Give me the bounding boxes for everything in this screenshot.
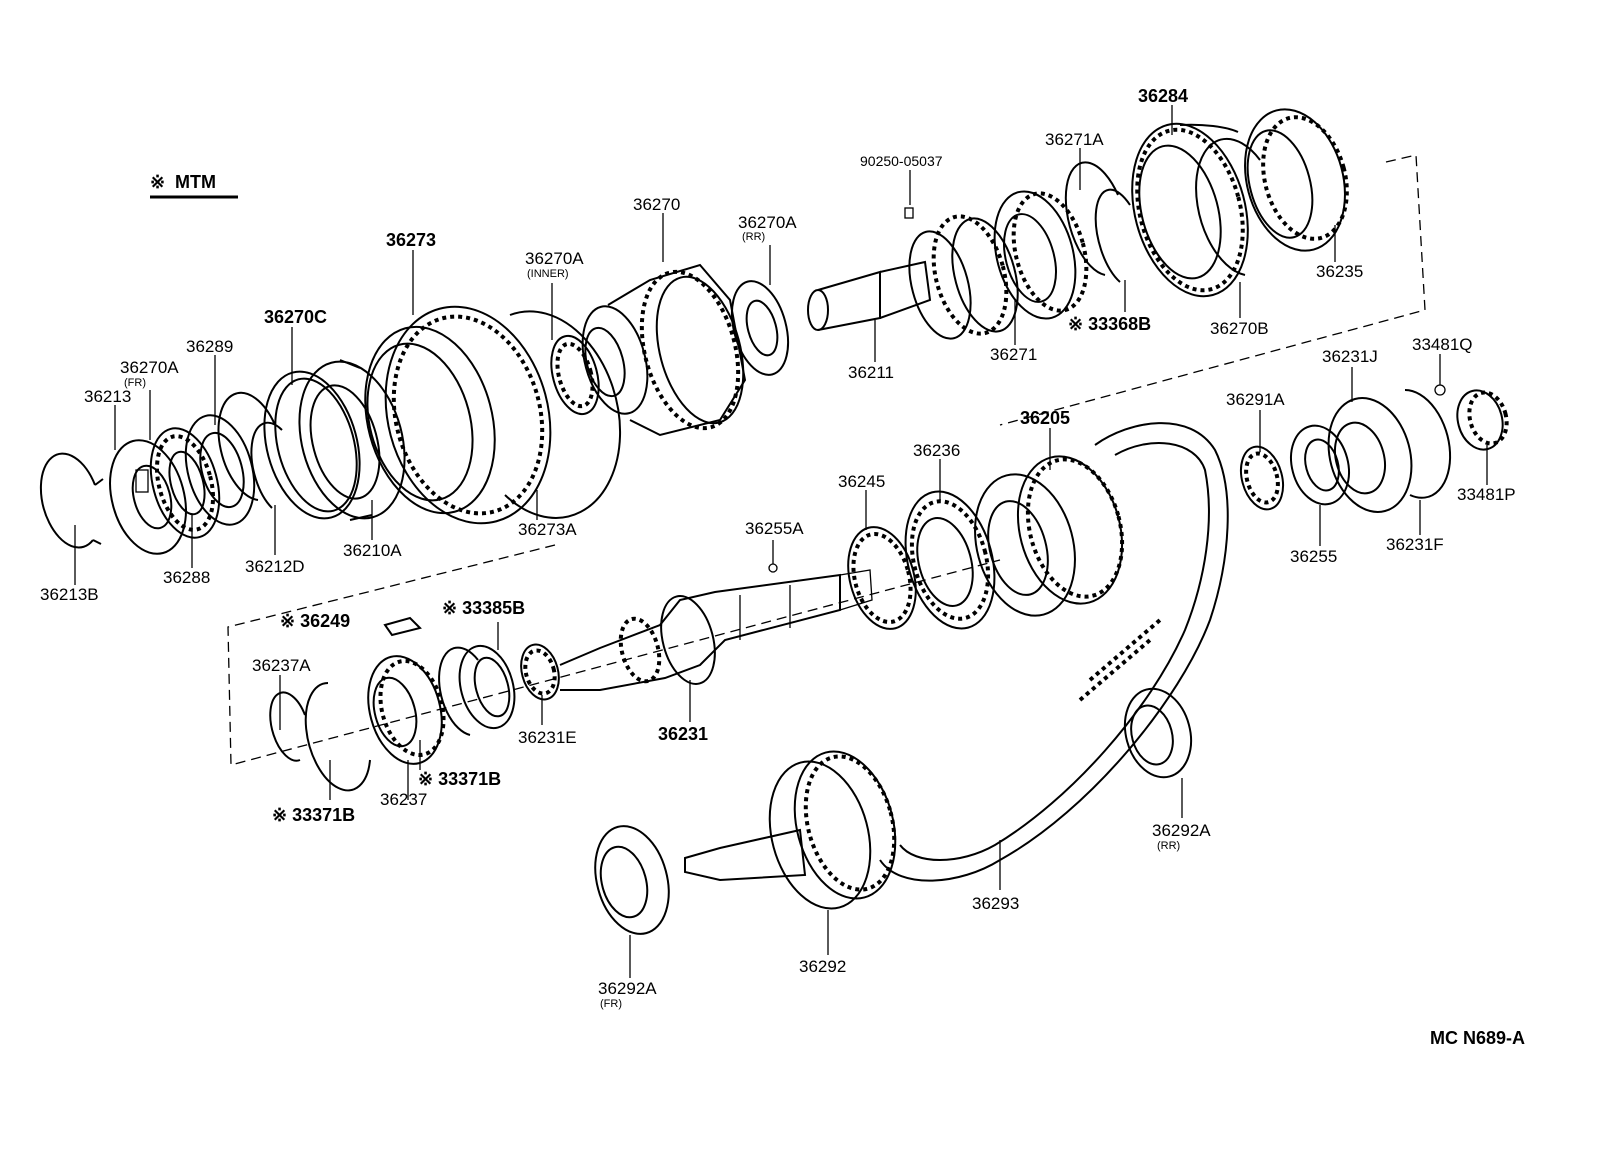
bearing-36210a: [298, 359, 406, 521]
snap-ring-36273a: [504, 310, 622, 519]
gear-36235: [1244, 108, 1349, 252]
bearing-36231j: [1327, 397, 1413, 513]
thrust-washer-36213: [109, 439, 187, 555]
snap-ring-36270b: [1195, 137, 1261, 276]
snap-ring-33371b-outer: [304, 682, 371, 792]
part-label: 36235: [1316, 262, 1363, 281]
part-sublabel: (FR): [600, 998, 622, 1010]
snap-ring-33371b-inner: [438, 646, 479, 736]
part-label: 36292A: [1152, 821, 1211, 840]
key-36249: [383, 616, 422, 637]
drive-chain-36293: [879, 422, 1229, 882]
washer-33385b: [458, 644, 516, 730]
snap-ring-33368b: [1064, 161, 1131, 283]
part-label: 36237A: [252, 656, 311, 675]
part-label: ※ 33371B: [418, 769, 501, 789]
part-label: 36231J: [1322, 347, 1378, 366]
part-label: ※ 33371B: [272, 805, 355, 825]
part-label: 36245: [838, 472, 885, 491]
part-label: 36255A: [745, 519, 804, 538]
pin-36255a: [768, 563, 778, 573]
snap-ring-36213b: [39, 452, 104, 549]
part-label: 36271: [990, 345, 1037, 364]
legend-text: MTM: [175, 172, 216, 192]
part-label: 36271A: [1045, 130, 1104, 149]
group-outline-lower: [227, 544, 1001, 766]
ring-gear-36273: [364, 305, 552, 525]
part-label: 36231F: [1386, 535, 1444, 554]
diagram-code: MC N689-A: [1430, 1028, 1525, 1048]
needle-bearing-36270a-fr: [149, 427, 221, 539]
part-sublabel: (RR): [1157, 840, 1180, 852]
legend-mark: ※: [150, 172, 165, 192]
part-label: 36288: [163, 568, 210, 587]
synchro-hub-36284: [1131, 122, 1249, 298]
part-label: 90250-05037: [860, 153, 943, 169]
synchro-ring-36245: [847, 526, 917, 630]
part-label: 36293: [972, 894, 1019, 913]
part-label: 33481Q: [1412, 335, 1473, 354]
legend: ※ MTM: [150, 172, 238, 199]
driven-sprocket-36292: [684, 750, 897, 910]
plug-33481p: [1456, 389, 1509, 451]
part-label: 36270B: [1210, 319, 1269, 338]
part-label: 36211: [848, 363, 894, 382]
part-label: 36212D: [245, 557, 305, 576]
snap-ring-36237a: [269, 691, 306, 762]
part-label: 36270A: [120, 358, 179, 377]
part-label: 36270: [633, 195, 680, 214]
main-shaft-36231: [559, 569, 873, 691]
snap-ring-36231f: [1404, 388, 1452, 499]
part-label: 36205: [1020, 408, 1070, 428]
part-label: 36231: [658, 724, 708, 744]
part-label: 36284: [1138, 86, 1188, 106]
needle-bearing-36231e: [520, 643, 560, 701]
ball-33481q: [1434, 384, 1446, 396]
planetary-carrier-36270: [581, 263, 747, 437]
gear-36236: [904, 490, 996, 630]
part-label: 36213: [84, 387, 131, 406]
part-label: 36231E: [518, 728, 577, 747]
input-shaft-36211: [807, 214, 1019, 340]
part-sublabel: (RR): [742, 231, 765, 243]
washer-36255: [1290, 424, 1350, 506]
bearing-36292a-fr: [594, 825, 670, 935]
washer-36289: [184, 414, 256, 526]
part-sublabel: (INNER): [527, 268, 569, 280]
part-label: 36289: [186, 337, 233, 356]
part-label: 36270C: [264, 307, 327, 327]
part-label: 36292: [799, 957, 846, 976]
part-label: ※ 36249: [280, 611, 350, 631]
part-label: 36270A: [738, 213, 797, 232]
needle-bearing-36270a-inner: [550, 334, 600, 416]
bearing-36292a-rr: [1123, 687, 1193, 779]
part-label: 36273A: [518, 520, 577, 539]
part-label: 36255: [1290, 547, 1337, 566]
part-label: 36213B: [40, 585, 99, 604]
group-outline-upper: [999, 154, 1426, 426]
drive-sprocket-36205: [974, 455, 1125, 617]
part-labels: 36284 36271A 90250-05037 36270 36270A (R…: [40, 86, 1516, 1010]
part-label: 36270A: [525, 249, 584, 268]
part-sublabel: (FR): [124, 377, 146, 389]
part-label: 36237: [380, 790, 427, 809]
part-label: 36236: [913, 441, 960, 460]
part-label: 33481P: [1457, 485, 1516, 504]
thrust-washer-36270a-rr: [730, 280, 790, 376]
part-label: ※ 33385B: [442, 598, 525, 618]
ring-36212d: [217, 391, 283, 509]
gear-36237: [367, 655, 446, 765]
pin-90250-05037: [904, 207, 914, 219]
part-label: 36291A: [1226, 390, 1285, 409]
part-label: ※ 33368B: [1068, 314, 1151, 334]
needle-bearing-36291a: [1239, 445, 1285, 511]
part-label: 36210A: [343, 541, 402, 560]
part-label: 36273: [386, 230, 436, 250]
part-label: 36292A: [598, 979, 657, 998]
leader-lines: [74, 105, 1488, 978]
